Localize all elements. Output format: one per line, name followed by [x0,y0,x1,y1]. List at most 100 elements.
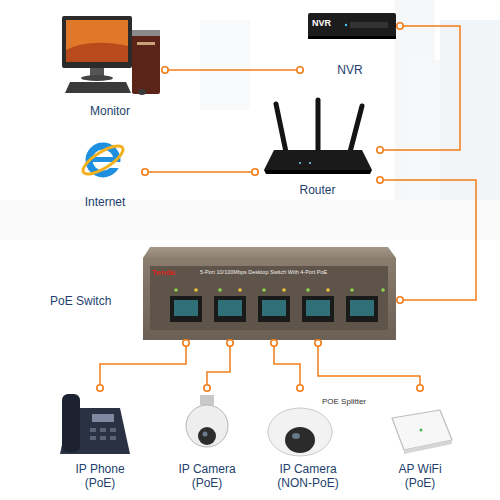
device-label: Monitor [55,105,165,119]
network-cable [380,26,460,150]
port-jack [218,300,242,316]
device-label: Internet [65,196,145,210]
lens-glare [292,433,300,439]
monitor-screen [66,20,128,62]
router-body [264,150,372,170]
pc-drive [137,42,155,45]
port-jack [174,300,198,316]
connector-dot [377,147,383,153]
device-node: Monitor [55,8,165,123]
connector-dot [297,385,303,391]
switch-front [143,258,396,340]
antenna [350,106,362,152]
phone-key [110,428,116,432]
camera-dome [186,405,228,447]
dome-camera-illustration [268,408,332,456]
city-background [0,0,500,240]
power-led [381,288,385,292]
connector-dot [397,23,403,29]
computer-illustration [62,16,160,95]
ip-phone-illustration [60,394,130,454]
device-label: 5-Port 10/100Mbps Desktop Switch With 4-… [200,269,390,275]
port-led [350,288,354,292]
connector-dot [252,169,258,175]
connector-dot [142,169,148,175]
phone-display [92,414,114,422]
monitor-stand [90,68,104,76]
port-jack [262,300,286,316]
port [346,296,378,322]
ptz-camera-illustration [186,395,228,447]
connector-dot [97,385,103,391]
device-node: AP WiFi (PoE) [370,388,470,498]
phone-key [100,436,106,440]
port-jack [350,300,374,316]
device-label: Tenda [152,268,192,277]
port [258,296,290,322]
connector-dot [297,67,303,73]
dome-body [268,408,332,456]
phone-key [100,428,106,432]
port-led [326,288,330,292]
building [440,20,500,230]
device-label: NVR [300,64,400,78]
globe-bar [92,157,115,162]
device-node: IP Phone (PoE) [45,388,155,498]
phone-key [90,436,96,440]
switch-panel [150,266,388,330]
switch-ports [170,288,385,322]
network-cable [145,171,255,173]
port-led [282,288,286,292]
port-led [238,288,242,292]
keyboard [65,82,131,93]
device-node: NVR NVR [300,8,400,84]
lens-glare [203,432,208,437]
network-cable [207,343,230,388]
port-led [174,288,178,292]
antenna [276,104,286,152]
phone-handset [62,394,80,452]
dome-lens [285,427,315,453]
router-led [299,162,301,164]
device-label: Router [255,184,380,198]
network-cable [274,343,300,388]
phone-key [90,428,96,432]
connector-dot [204,385,210,391]
port-led [262,288,266,292]
device-node: Internet [65,135,145,217]
nvr-base [308,36,396,39]
mouse [138,89,146,95]
camera-lens [198,427,216,445]
nvr-panel [350,22,388,28]
ap-led [420,429,423,432]
device-label: AP WiFi (PoE) [390,463,450,491]
nvr-box [308,13,396,39]
device-node: Router [255,98,380,206]
switch-illustration [143,247,396,340]
port [170,296,202,322]
device-label: NVR [312,18,344,28]
port-led [306,288,310,292]
port-led [194,288,198,292]
device-label: IP Camera (NON-PoE) [270,463,346,491]
note-label: POE Splitter [322,397,382,406]
ground [0,200,500,240]
phone-key [110,436,116,440]
port-jack [306,300,330,316]
connector-dot [315,340,321,346]
pc-tower-top [132,30,160,36]
connector-dot [397,297,403,303]
device-label: IP Camera (PoE) [172,463,242,491]
network-cable [165,69,300,71]
nvr-led [345,24,347,26]
camera-mount [200,395,214,405]
screen-landscape [66,43,128,62]
switch-top [143,247,396,258]
port-led [218,288,222,292]
antenna [316,100,321,150]
device-node: IP Camera (PoE) [160,388,255,498]
globe-orbit [79,141,126,179]
connector-dot [377,177,383,183]
